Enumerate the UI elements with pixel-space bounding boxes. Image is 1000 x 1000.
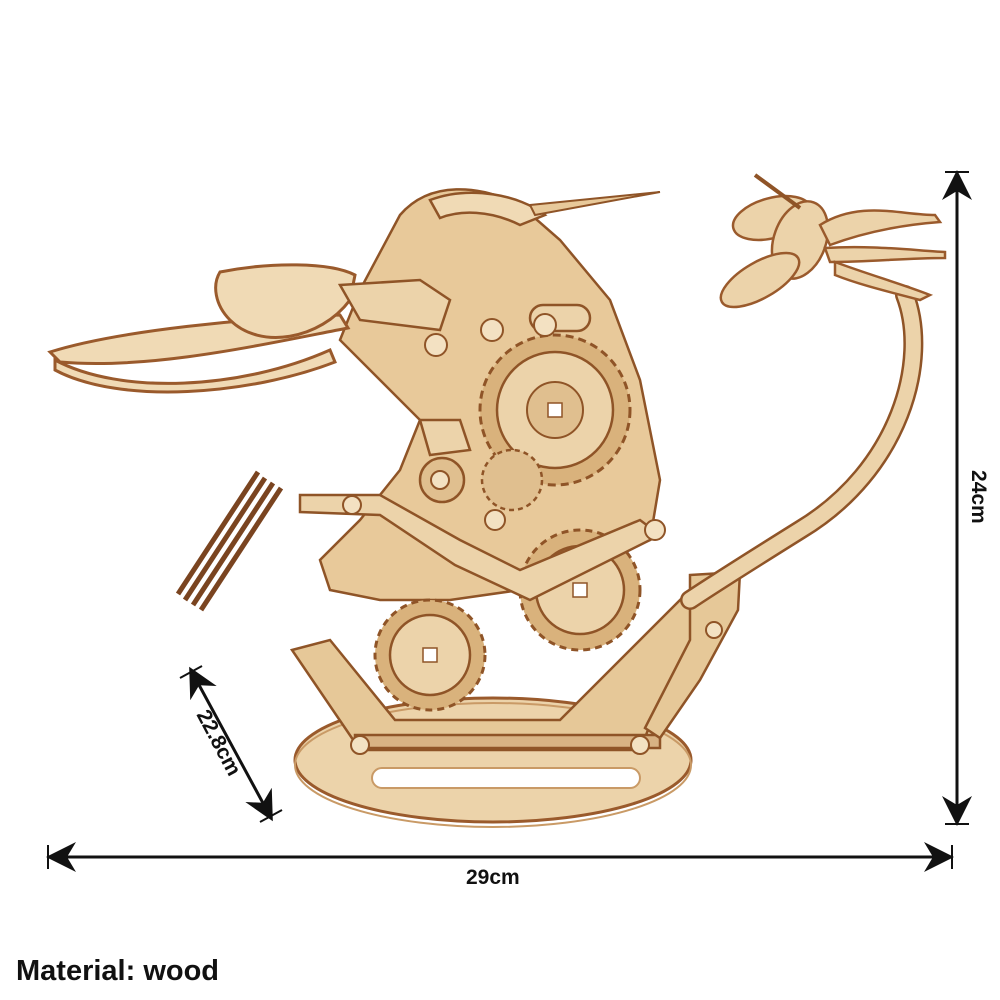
height-arrow bbox=[942, 170, 972, 826]
left-wing bbox=[47, 263, 357, 394]
base-frame bbox=[289, 570, 742, 752]
width-arrow bbox=[46, 842, 954, 872]
height-label: 24cm bbox=[967, 470, 990, 524]
gear-upper bbox=[478, 333, 632, 487]
flower-stem bbox=[680, 285, 924, 610]
linkages bbox=[298, 278, 663, 602]
beak bbox=[528, 191, 661, 217]
tail bbox=[175, 470, 284, 612]
depth-arrow bbox=[179, 665, 283, 823]
material-caption: Material: wood bbox=[16, 955, 220, 987]
width-label: 29cm bbox=[466, 866, 520, 889]
flower bbox=[719, 173, 947, 309]
pivot-pins bbox=[342, 313, 723, 755]
gear-lower bbox=[373, 598, 487, 712]
